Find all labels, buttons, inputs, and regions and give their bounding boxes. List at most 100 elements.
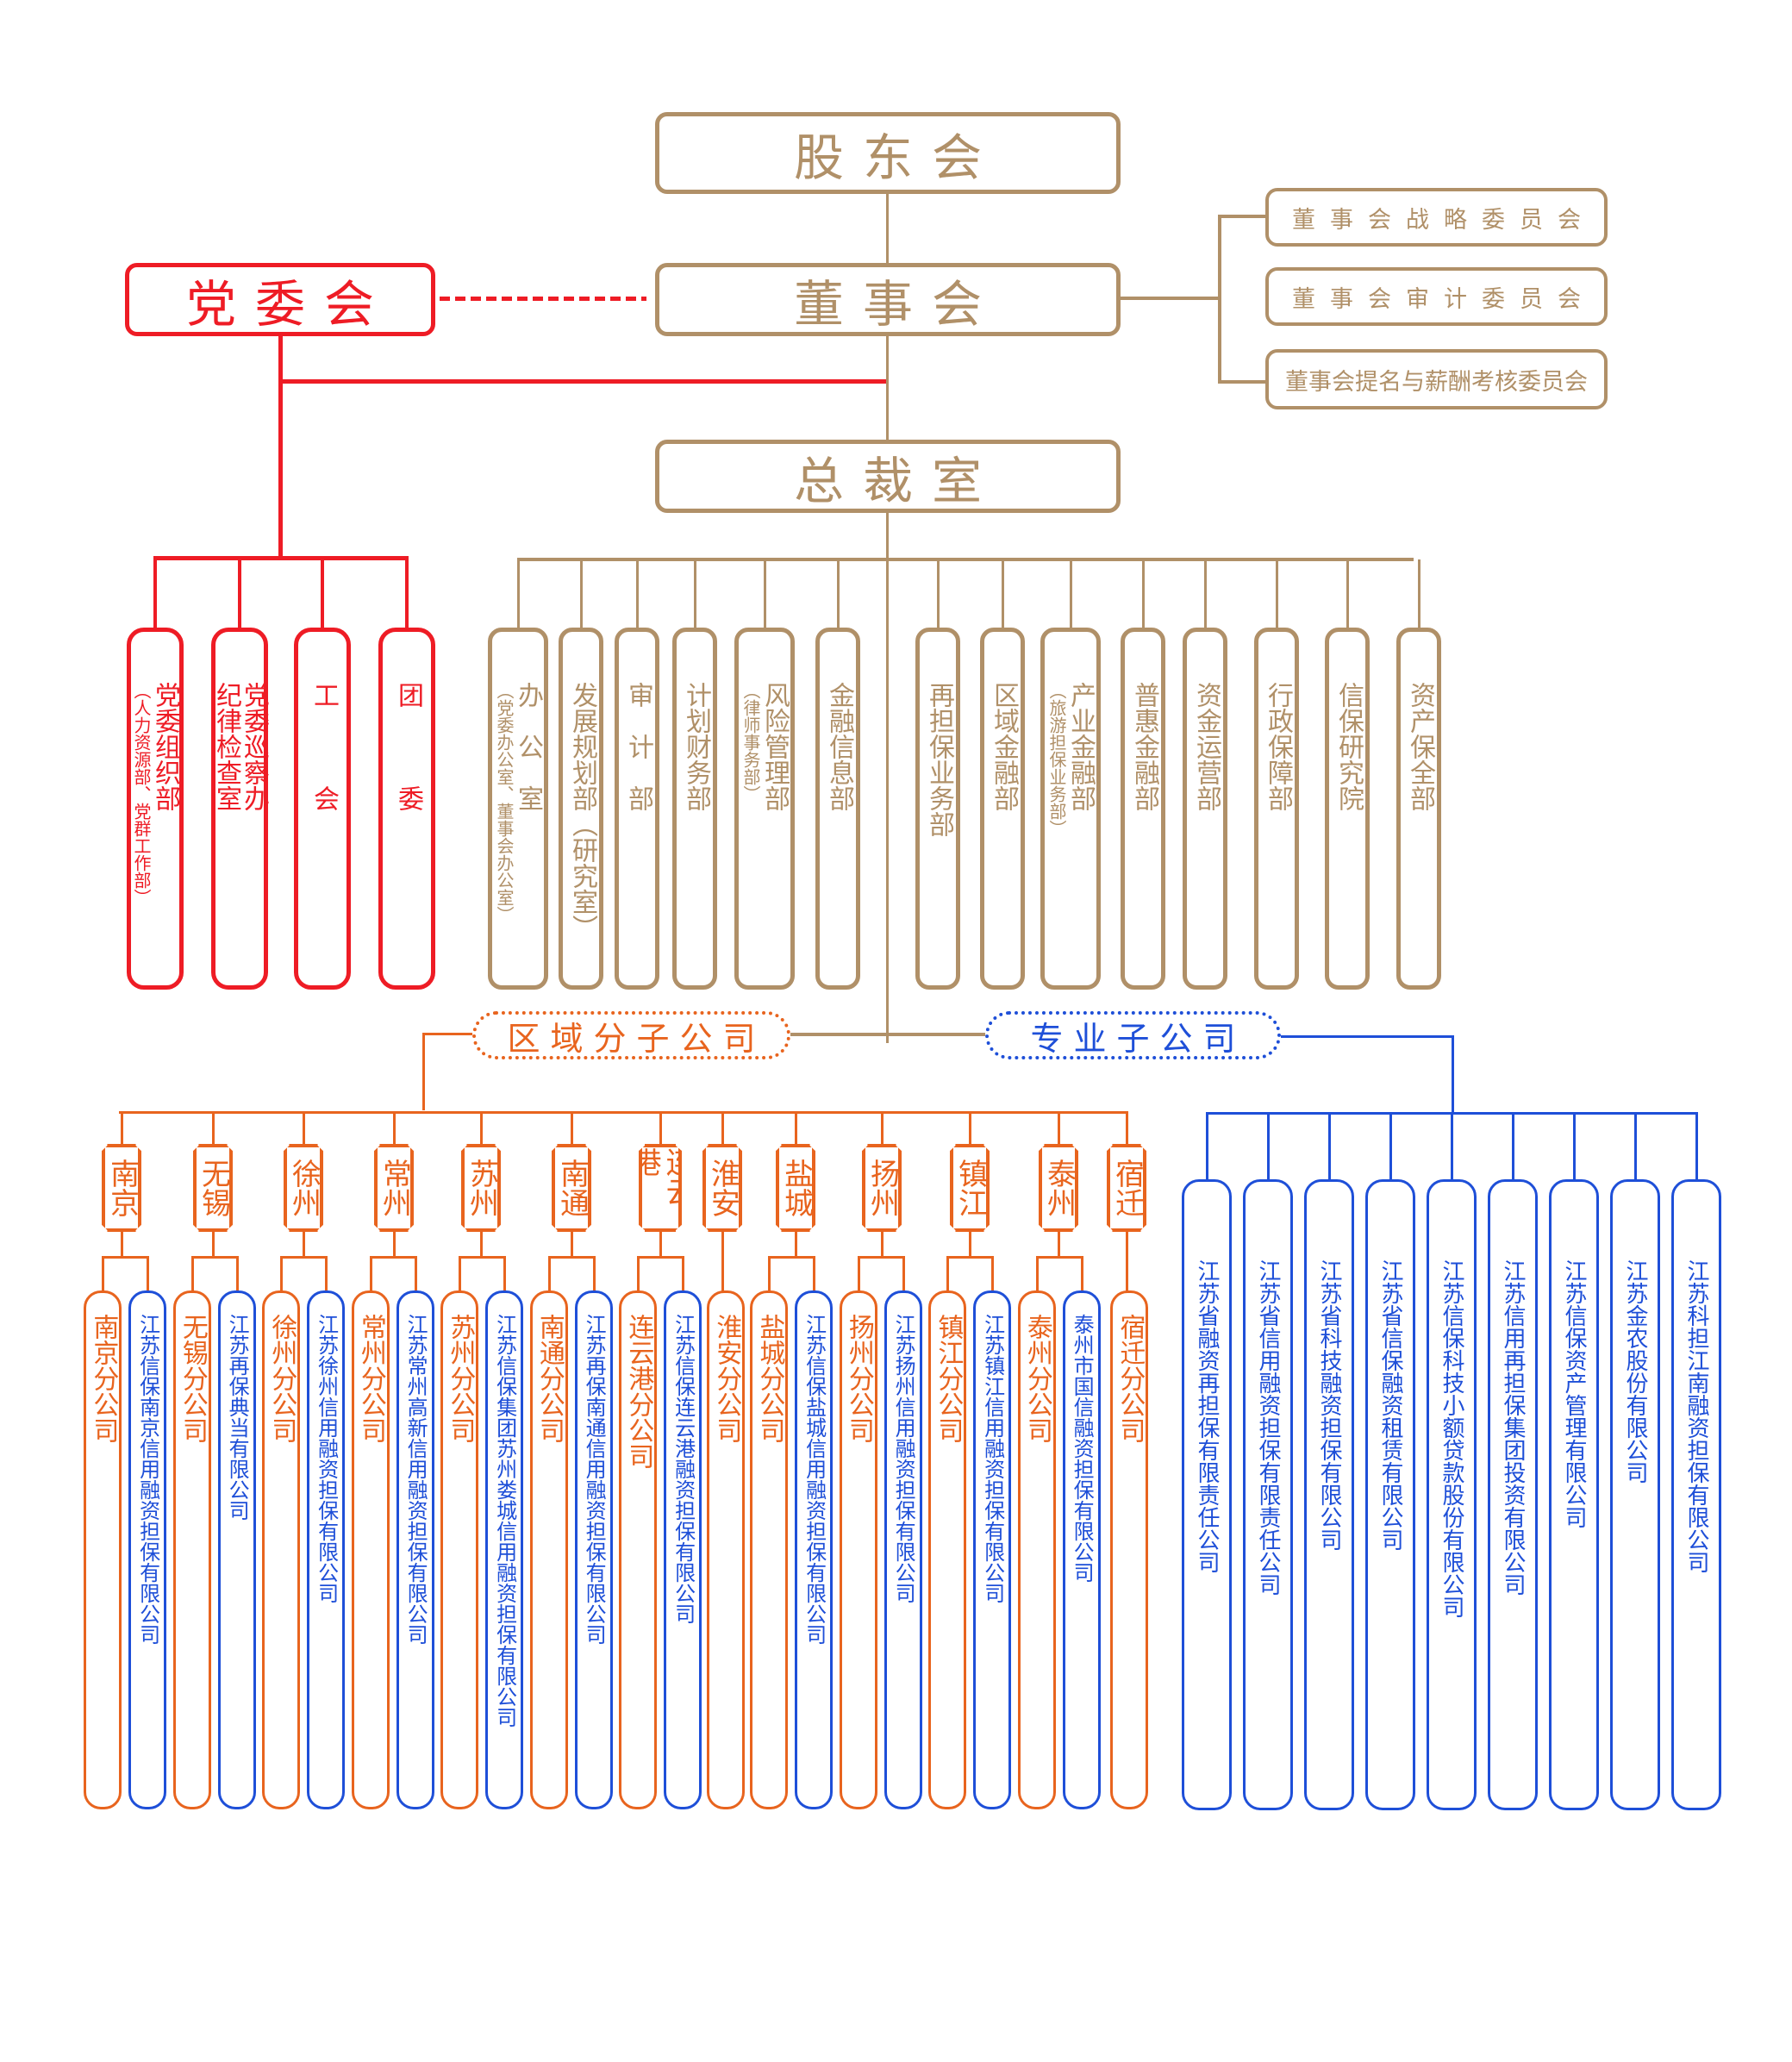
party-department-box[interactable]: 团 委 (378, 628, 435, 990)
regional-subsidiary-box[interactable]: 江苏再保典当有限公司 (217, 1290, 256, 1809)
connector-line (1035, 1256, 1083, 1259)
city-tag[interactable]: 连云港 (639, 1144, 682, 1232)
board-box[interactable]: 董事会 (655, 263, 1121, 336)
department-box[interactable]: 办 公 室（党委办公室、董事会办公室） (488, 628, 548, 990)
regional-subsidiary-box[interactable]: 江苏信保连云港融资担保有限公司 (664, 1290, 702, 1809)
connector-line (190, 1256, 239, 1259)
department-box[interactable]: 计划财务部 (672, 628, 717, 990)
department-box[interactable]: 发展规划部（研究室） (559, 628, 603, 990)
regional-branch-box[interactable]: 淮安分公司 (707, 1290, 745, 1809)
city-tag[interactable]: 淮安 (702, 1144, 742, 1232)
regional-branch-box[interactable]: 连云港分公司 (619, 1290, 657, 1809)
party-department-label: 党委组织部 (150, 682, 180, 811)
professional-subsidiary-box[interactable]: 江苏省信保融资租赁有限公司 (1365, 1179, 1415, 1810)
connector-line (393, 1232, 396, 1256)
professional-subsidiary-box[interactable]: 江苏金农股份有限公司 (1610, 1179, 1660, 1810)
regional-branch-box[interactable]: 常州分公司 (351, 1290, 390, 1809)
president-office-box[interactable]: 总裁室 (655, 440, 1121, 513)
department-box[interactable]: 再担保业务部 (915, 628, 960, 990)
department-label: 信保研究院 (1333, 682, 1364, 811)
regional-subsidiary-box[interactable]: 江苏信保盐城信用融资担保有限公司 (795, 1290, 833, 1809)
department-label: 资产保全部 (1405, 682, 1435, 811)
department-box[interactable]: 普惠金融部 (1121, 628, 1165, 990)
professional-subsidiary-box[interactable]: 江苏省科技融资担保有限公司 (1304, 1179, 1354, 1810)
committee-label: 董事会提名与薪酬考核委员会 (1285, 368, 1588, 396)
regional-branch-box[interactable]: 泰州分公司 (1017, 1290, 1056, 1809)
city-tag[interactable]: 徐州 (284, 1144, 323, 1232)
department-box[interactable]: 审 计 部 (615, 628, 659, 990)
department-box[interactable]: 资产保全部 (1396, 628, 1441, 990)
department-box[interactable]: 信保研究院 (1325, 628, 1370, 990)
regional-branch-box[interactable]: 无锡分公司 (172, 1290, 211, 1809)
professional-subsidiary-box[interactable]: 江苏信用再担保集团投资有限公司 (1488, 1179, 1538, 1810)
city-tag[interactable]: 盐城 (776, 1144, 815, 1232)
party-department-box[interactable]: 工 会 (294, 628, 351, 990)
party-committee-box[interactable]: 党委会 (125, 263, 435, 336)
regional-subsidiary-box[interactable]: 江苏扬州信用融资担保有限公司 (884, 1290, 922, 1809)
professional-subsidiary-box[interactable]: 江苏省融资再担保有限责任公司 (1182, 1179, 1232, 1810)
city-tag[interactable]: 常州 (374, 1144, 414, 1232)
strategy-committee-box[interactable]: 董事会战略委员会 (1265, 188, 1608, 247)
connector-line (768, 1256, 815, 1259)
professional-subsidiary-box[interactable]: 江苏信保资产管理有限公司 (1549, 1179, 1599, 1810)
city-tag[interactable]: 无锡 (193, 1144, 233, 1232)
regional-subsidiary-box[interactable]: 泰州市国信融资担保有限公司 (1062, 1290, 1101, 1809)
department-box[interactable]: 区域金融部 (980, 628, 1025, 990)
connector-line (721, 1232, 724, 1256)
regional-subsidiary-box[interactable]: 江苏信保南京信用融资担保有限公司 (128, 1290, 166, 1809)
regional-group-pill[interactable]: 区域分子公司 (472, 1011, 790, 1059)
city-label: 无锡 (196, 1159, 231, 1217)
regional-subsidiary-label: 江苏信保盐城信用融资担保有限公司 (802, 1314, 827, 1645)
regional-branch-box[interactable]: 苏州分公司 (440, 1290, 478, 1809)
president-office-label: 总裁室 (793, 451, 1001, 510)
nomination-committee-box[interactable]: 董事会提名与薪酬考核委员会 (1265, 349, 1608, 409)
regional-branch-box[interactable]: 南京分公司 (84, 1290, 122, 1809)
department-box[interactable]: 风险管理部（律师事务部） (734, 628, 795, 990)
connector-line (1080, 1256, 1083, 1292)
regional-subsidiary-box[interactable]: 江苏再保南通信用融资担保有限公司 (574, 1290, 613, 1809)
city-tag[interactable]: 南京 (102, 1144, 141, 1232)
city-tag[interactable]: 南通 (552, 1144, 591, 1232)
connector-line (153, 556, 157, 629)
department-box[interactable]: 产业金融部（旅游担保业务部） (1040, 628, 1101, 990)
regional-subsidiary-label: 江苏镇江信用融资担保有限公司 (980, 1314, 1005, 1603)
city-tag[interactable]: 泰州 (1039, 1144, 1078, 1232)
regional-subsidiary-box[interactable]: 江苏镇江信用融资担保有限公司 (973, 1290, 1011, 1809)
regional-subsidiary-box[interactable]: 江苏常州高新信用融资担保有限公司 (396, 1290, 434, 1809)
city-label: 宿迁 (1109, 1159, 1145, 1217)
department-box[interactable]: 资金运营部 (1183, 628, 1227, 990)
regional-branch-box[interactable]: 镇江分公司 (928, 1290, 966, 1809)
regional-branch-box[interactable]: 徐州分公司 (262, 1290, 300, 1809)
regional-branch-box[interactable]: 扬州分公司 (839, 1290, 877, 1809)
connector-line (121, 1111, 123, 1146)
city-tag[interactable]: 镇江 (950, 1144, 990, 1232)
city-tag[interactable]: 宿迁 (1107, 1144, 1146, 1232)
regional-branch-box[interactable]: 盐城分公司 (750, 1290, 788, 1809)
city-tag[interactable]: 苏州 (461, 1144, 501, 1232)
connector-line (190, 1256, 194, 1292)
connector-line (1634, 1112, 1637, 1181)
professional-group-pill[interactable]: 专业子公司 (985, 1011, 1281, 1059)
regional-branch-box[interactable]: 宿迁分公司 (1110, 1290, 1148, 1809)
city-tag[interactable]: 扬州 (862, 1144, 902, 1232)
regional-branch-box[interactable]: 南通分公司 (529, 1290, 568, 1809)
regional-subsidiary-box[interactable]: 江苏信保集团苏州娄城信用融资担保有限公司 (485, 1290, 523, 1809)
department-box[interactable]: 金融信息部 (815, 628, 860, 990)
shareholders-box[interactable]: 股东会 (655, 112, 1121, 194)
department-box[interactable]: 行政保障部 (1254, 628, 1299, 990)
connector-line (1070, 559, 1072, 628)
regional-subsidiary-box[interactable]: 江苏徐州信用融资担保有限公司 (307, 1290, 345, 1809)
audit-committee-box[interactable]: 董事会审计委员会 (1265, 267, 1608, 326)
professional-subsidiary-box[interactable]: 江苏信保科技小额贷款股份有限公司 (1427, 1179, 1477, 1810)
department-sublabel: （党委办公室、董事会办公室） (494, 682, 515, 923)
department-label: 区域金融部 (989, 682, 1019, 811)
connector-line (280, 1256, 283, 1292)
professional-subsidiary-box[interactable]: 江苏省信用融资担保有限责任公司 (1243, 1179, 1293, 1810)
city-label: 淮安 (705, 1159, 740, 1217)
party-department-box[interactable]: 党委巡察办纪律检查室 (211, 628, 269, 990)
connector-line (1126, 1256, 1128, 1292)
connector-line (571, 1111, 573, 1146)
party-department-box[interactable]: 党委组织部（人力资源部、党群工作部） (127, 628, 184, 990)
professional-subsidiary-box[interactable]: 江苏科担江南融资担保有限公司 (1671, 1179, 1721, 1810)
connector-line (1035, 1256, 1039, 1292)
